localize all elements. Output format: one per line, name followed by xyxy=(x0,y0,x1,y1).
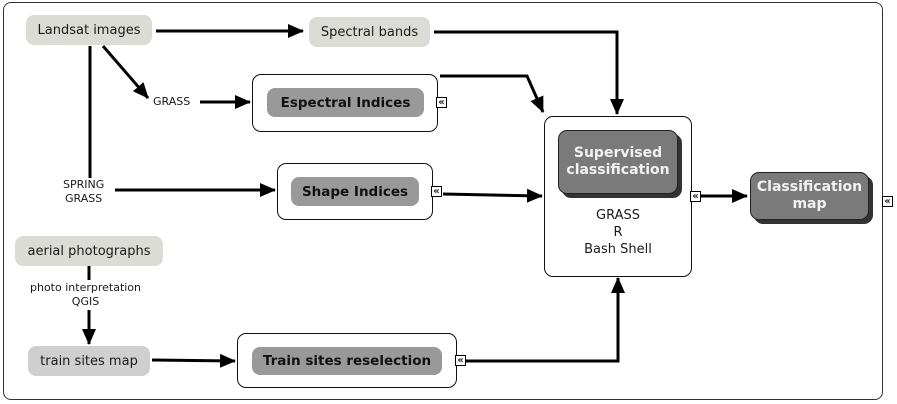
node-label: Landsat images xyxy=(37,22,141,38)
node-supervised-classification[interactable]: Supervised classification xyxy=(558,130,678,194)
edge-label-line: GRASS xyxy=(65,192,103,205)
node-spectral-bands[interactable]: Spectral bands xyxy=(309,17,430,47)
node-label-line: Supervised xyxy=(573,145,663,161)
node-label: aerial photographs xyxy=(27,243,151,259)
edge-label-spring-grass: SPRING GRASS xyxy=(63,178,105,206)
node-train-sites-reselection[interactable]: Train sites reselection xyxy=(252,347,442,375)
edge-reselection-supervised xyxy=(466,277,625,363)
node-label-line: Classification xyxy=(756,179,863,195)
collapse-supervised-icon[interactable]: « xyxy=(690,191,701,202)
node-train-sites-map[interactable]: train sites map xyxy=(28,346,150,376)
node-landsat-images[interactable]: Landsat images xyxy=(26,15,152,45)
node-label: train sites map xyxy=(40,353,138,369)
edge-label-line: photo interpretation xyxy=(30,281,142,294)
tool-item: R xyxy=(613,225,623,240)
edge-label-line: SPRING xyxy=(63,178,105,191)
tools-list: GRASS R Bash Shell xyxy=(544,207,692,258)
edge-espectral-supervised xyxy=(440,74,545,113)
edge-label-photo-interpretation: photo interpretation QGIS xyxy=(30,281,142,309)
edge-shape-supervised xyxy=(442,188,543,203)
collapse-espectral-icon[interactable]: « xyxy=(436,97,447,108)
tool-item: Bash Shell xyxy=(584,242,652,257)
edge-label-grass: GRASS xyxy=(153,95,191,109)
edge-spectral-supervised xyxy=(434,30,624,115)
collapse-output-icon[interactable]: « xyxy=(882,196,893,207)
edge-landsat-grass xyxy=(101,45,150,99)
node-label: Shape Indices xyxy=(301,183,409,200)
collapse-shape-icon[interactable]: « xyxy=(431,186,442,197)
edge-label-line: QGIS xyxy=(71,295,100,308)
collapse-reselection-icon[interactable]: « xyxy=(455,355,466,366)
node-classification-map[interactable]: Classification map xyxy=(750,172,869,220)
node-label: Espectral Indices xyxy=(280,94,411,111)
node-espectral-indices[interactable]: Espectral Indices xyxy=(267,88,424,117)
node-label-line: classification xyxy=(566,162,670,178)
tool-item: GRASS xyxy=(596,208,640,223)
node-label-line: map xyxy=(792,196,827,212)
edge-trainmap-reselection xyxy=(151,353,236,368)
node-label: Spectral bands xyxy=(320,24,419,40)
node-aerial-photographs[interactable]: aerial photographs xyxy=(15,236,163,266)
node-label: Train sites reselection xyxy=(262,353,432,369)
node-shape-indices[interactable]: Shape Indices xyxy=(291,177,419,206)
